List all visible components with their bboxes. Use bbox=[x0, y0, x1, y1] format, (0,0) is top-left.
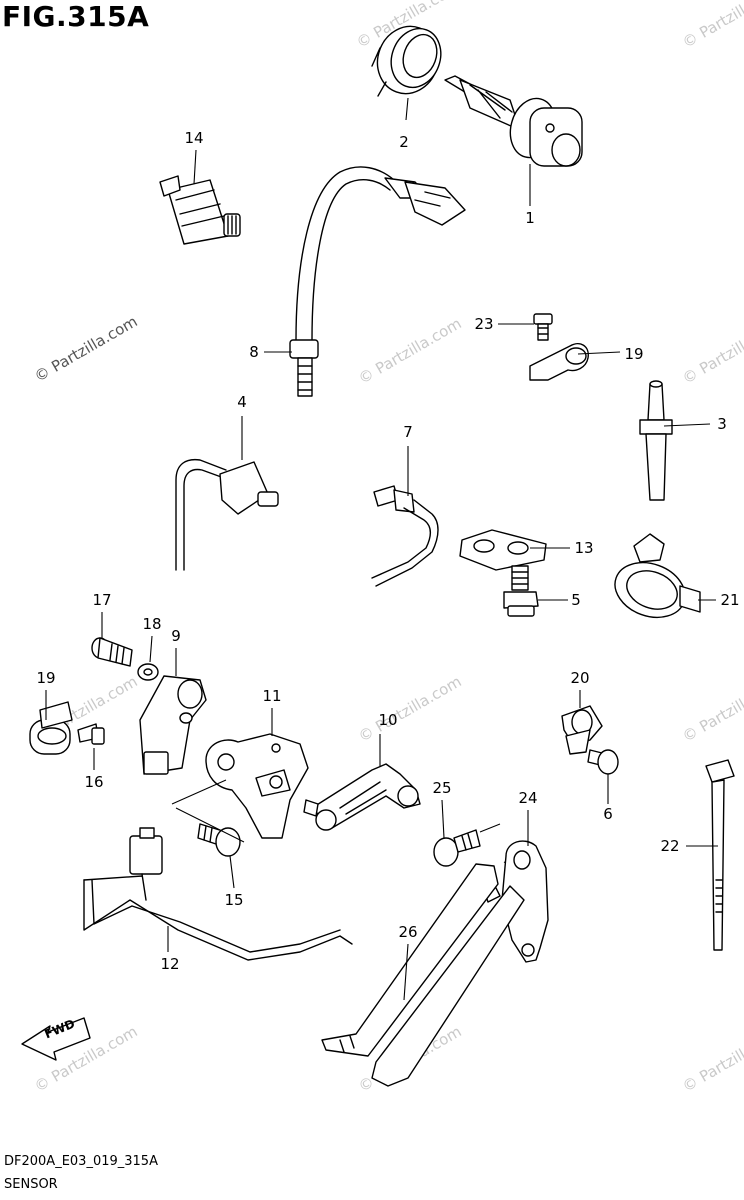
part-8-wire-sensor bbox=[289, 166, 466, 397]
callout-7: 7 bbox=[403, 423, 413, 441]
part-2-grommet bbox=[371, 25, 442, 97]
figure-code: DF200A_E03_019_315A bbox=[4, 1154, 158, 1169]
callout-10: 10 bbox=[378, 711, 398, 729]
part-25-bolt bbox=[433, 829, 481, 867]
part-10-lever bbox=[303, 763, 421, 831]
callout-16: 16 bbox=[84, 773, 104, 791]
part-22-cable-tie bbox=[705, 759, 735, 951]
callout-17: 17 bbox=[92, 591, 112, 609]
part-21-clamp bbox=[614, 533, 701, 619]
part-24-bracket bbox=[483, 840, 549, 963]
leader-lines bbox=[45, 97, 718, 1001]
callout-25: 25 bbox=[432, 779, 452, 797]
part-6-bolt bbox=[587, 749, 619, 775]
callout-24: 24 bbox=[518, 789, 538, 807]
part-23-bolt-19-clamp bbox=[529, 313, 589, 381]
part-13-plate-5-bolt bbox=[459, 529, 547, 617]
callout-9: 9 bbox=[171, 627, 181, 645]
part-17-bolt bbox=[91, 637, 133, 667]
callout-19: 19 bbox=[624, 345, 644, 363]
callout-6: 6 bbox=[603, 805, 613, 823]
callout-12: 12 bbox=[160, 955, 180, 973]
callout-8: 8 bbox=[249, 343, 259, 361]
part-14-pressure-switch bbox=[159, 175, 241, 245]
part-15-bolt bbox=[197, 823, 241, 857]
callout-23: 23 bbox=[474, 315, 494, 333]
callout-21: 21 bbox=[720, 591, 740, 609]
part-7-pipe-sensor bbox=[371, 485, 439, 587]
fwd-arrow-icon bbox=[21, 1017, 91, 1061]
part-1-sensor bbox=[444, 75, 583, 167]
callout-14: 14 bbox=[184, 129, 204, 147]
callout-11: 11 bbox=[262, 687, 282, 705]
callout-13: 13 bbox=[574, 539, 594, 557]
part-26-arm bbox=[321, 863, 525, 1087]
part-19-clamp-left bbox=[29, 701, 73, 755]
part-16-bolt bbox=[77, 723, 105, 745]
part-3-temperature-sensor bbox=[639, 380, 673, 501]
callout-5: 5 bbox=[571, 591, 581, 609]
callout-19: 19 bbox=[36, 669, 56, 687]
figure-name: SENSOR bbox=[4, 1177, 58, 1192]
callout-26: 26 bbox=[398, 923, 418, 941]
callout-20: 20 bbox=[570, 669, 590, 687]
callout-15: 15 bbox=[224, 891, 244, 909]
part-4-knock-sensor bbox=[175, 458, 279, 571]
part-20-clamp bbox=[561, 705, 603, 755]
part-18-washer bbox=[137, 663, 159, 681]
callout-22: 22 bbox=[660, 837, 680, 855]
callout-18: 18 bbox=[142, 615, 162, 633]
part-12-wire-harness bbox=[83, 827, 353, 961]
part-11-bracket bbox=[205, 733, 309, 839]
callout-2: 2 bbox=[399, 133, 409, 151]
figure-title: FIG.315A bbox=[2, 0, 150, 33]
assembly-line bbox=[171, 779, 245, 843]
part-9-throttle-sensor bbox=[139, 675, 207, 775]
callout-1: 1 bbox=[525, 209, 535, 227]
callout-3: 3 bbox=[717, 415, 727, 433]
callout-4: 4 bbox=[237, 393, 247, 411]
